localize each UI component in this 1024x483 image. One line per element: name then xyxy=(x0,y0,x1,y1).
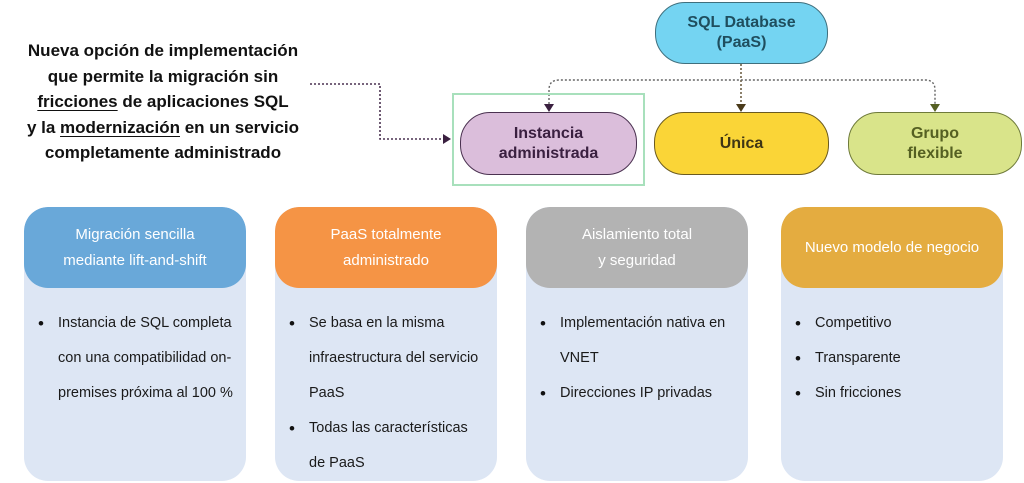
list-item: Transparente xyxy=(795,341,993,376)
list-item: Competitivo xyxy=(795,306,993,341)
node-single: Única xyxy=(654,112,829,175)
card-isolation-list: Implementación nativa en VNET Direccione… xyxy=(526,288,748,411)
arrow-pool-icon xyxy=(930,104,940,112)
card-migration-list: Instancia de SQL completa con una compat… xyxy=(24,288,246,411)
list-item: Todas las características de PaaS xyxy=(289,411,487,481)
intro-line-4: y la modernización en un servicio xyxy=(2,115,324,141)
card-business-model-title: Nuevo modelo de negocio xyxy=(781,207,1003,288)
intro-underlined-fricciones: fricciones xyxy=(37,92,118,111)
node-managed-instance: Instancia administrada xyxy=(460,112,637,175)
highlight-frame xyxy=(452,93,645,186)
intro-underlined-modernizacion: modernización xyxy=(60,117,180,137)
card-paas-title: PaaS totalmente administrado xyxy=(275,207,497,288)
card-business-model: Nuevo modelo de negocio Competitivo Tran… xyxy=(781,207,1003,481)
intro-line-3-rest: de aplicaciones SQL xyxy=(117,92,289,111)
intro-line-4-pre: y la xyxy=(26,117,61,137)
intro-line-1: Nueva opción de implementación xyxy=(27,41,299,60)
list-item: Instancia de SQL completa con una compat… xyxy=(38,306,236,411)
intro-arrow-icon xyxy=(443,134,451,144)
card-paas: PaaS totalmente administrado Se basa en … xyxy=(275,207,497,481)
card-isolation: Aislamiento total y seguridad Implementa… xyxy=(526,207,748,481)
list-item: Se basa en la misma infraestructura del … xyxy=(289,306,487,411)
list-item: Direcciones IP privadas xyxy=(540,376,738,411)
intro-text: Nueva opción de implementación que permi… xyxy=(2,38,324,166)
intro-line-3: fricciones de aplicaciones SQL xyxy=(2,89,324,115)
arrow-single-icon xyxy=(736,104,746,112)
intro-line-2: que permite la migración sin xyxy=(47,66,279,86)
list-item: Sin fricciones xyxy=(795,376,993,411)
node-sql-database: SQL Database (PaaS) xyxy=(655,2,828,64)
card-isolation-title: Aislamiento total y seguridad xyxy=(526,207,748,288)
card-migration-title: Migración sencilla mediante lift-and-shi… xyxy=(24,207,246,288)
card-migration: Migración sencilla mediante lift-and-shi… xyxy=(24,207,246,481)
card-paas-list: Se basa en la misma infraestructura del … xyxy=(275,288,497,481)
card-business-model-list: Competitivo Transparente Sin fricciones xyxy=(781,288,1003,411)
node-elastic-pool: Grupo flexible xyxy=(848,112,1022,175)
intro-line-5: completamente administrado xyxy=(44,143,282,162)
intro-line-4-rest: en un servicio xyxy=(180,117,300,137)
list-item: Implementación nativa en VNET xyxy=(540,306,738,376)
intro-connector xyxy=(310,83,443,140)
